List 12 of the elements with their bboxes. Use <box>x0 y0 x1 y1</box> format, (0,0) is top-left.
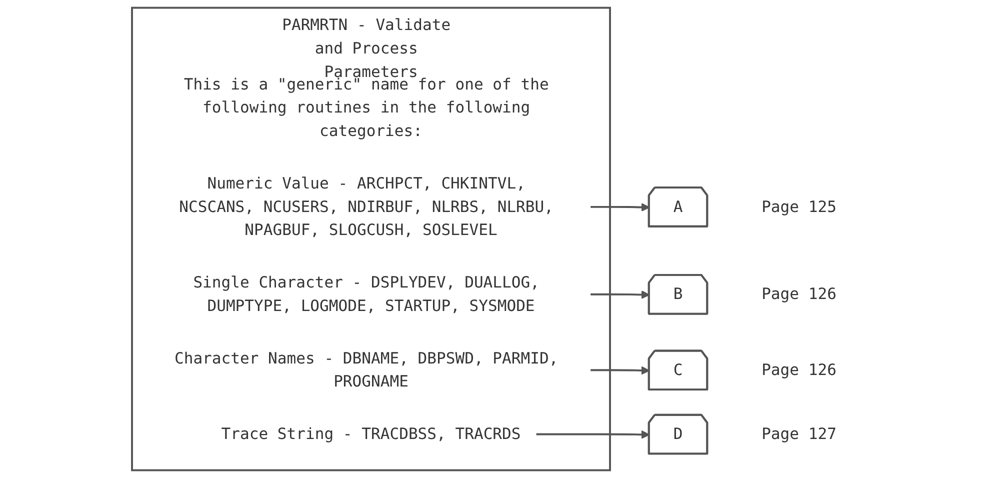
node-label: Page 126 <box>762 360 836 379</box>
node-label: Page 126 <box>762 284 836 304</box>
node-text: Trace String - TRACDBSS, TRACRDS <box>221 424 521 444</box>
arrow <box>590 290 650 299</box>
arrow <box>590 202 650 212</box>
node-text: Numeric Value - ARCHPCT, CHKINTVL, NCSCANS, NCUSERS, NDIRBUF, NLRBS, NLRBU, NPAGBUF, SLOGCUSH, SOSLEVEL <box>179 174 554 239</box>
arrow <box>536 430 650 439</box>
arrow <box>590 366 650 375</box>
node-text: Single Character - DSPLYDEV, DUALLOG, DUMPTYPE, LOGMODE, STARTUP, SYSMODE <box>193 273 540 315</box>
node-label: Page 127 <box>762 424 836 444</box>
node-label: Page 125 <box>762 197 836 216</box>
node-text: Character Names - DBNAME, DBPSWD, PARMID, PROGNAME <box>174 348 558 391</box>
